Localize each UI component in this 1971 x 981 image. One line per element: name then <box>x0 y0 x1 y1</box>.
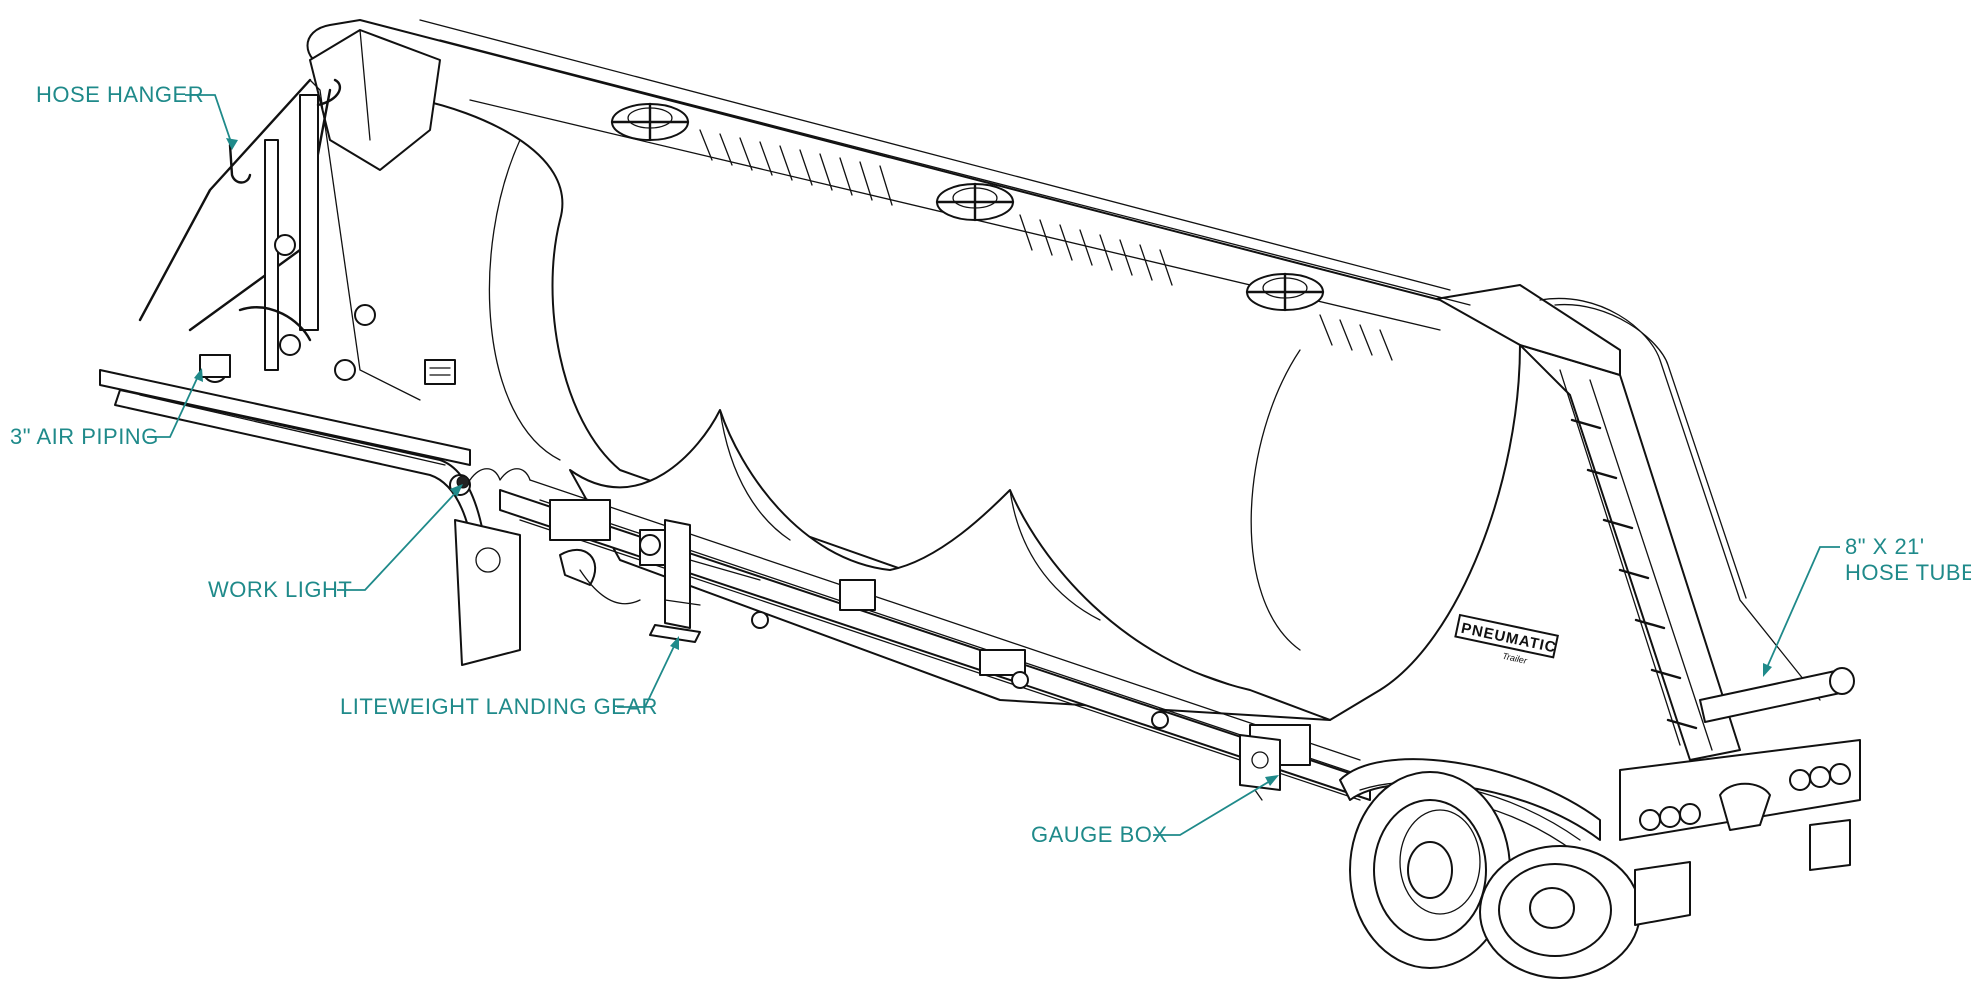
landing-gear <box>649 519 761 643</box>
callout-work-light: WORK LIGHT <box>208 577 353 602</box>
manhole-lid-2 <box>935 182 1015 222</box>
leader-hose-tube <box>1764 546 1840 673</box>
brand-badge: PNEUMATIC Trailer <box>1454 613 1560 666</box>
wheel-front <box>1349 771 1511 969</box>
wheel-rear <box>1479 845 1641 979</box>
front-piping <box>99 78 531 666</box>
hose-tube <box>1699 667 1855 723</box>
tank-body <box>306 19 1521 776</box>
callout-gauge-box: GAUGE BOX <box>1031 822 1168 847</box>
leader-air-piping <box>147 371 201 438</box>
leader-landing-gear <box>617 639 678 708</box>
ladder-rungs <box>1570 418 1698 730</box>
brand-badge-sub: Trailer <box>1501 651 1528 666</box>
callout-air-piping: 3" AIR PIPING <box>10 424 159 449</box>
walkway-grating <box>699 129 1393 361</box>
callout-landing-gear: LITEWEIGHT LANDING GEAR <box>340 694 658 719</box>
leader-work-light <box>337 487 461 591</box>
callout-hose-tube-size: 8" X 21' <box>1845 534 1925 559</box>
manhole-lid-1 <box>610 102 690 142</box>
manhole-lid-3 <box>1245 272 1325 312</box>
callout-leaders <box>147 94 1840 836</box>
leader-hose-hanger <box>185 94 233 146</box>
rear-frame <box>1429 284 1821 761</box>
rear-bumper <box>1619 739 1861 926</box>
callout-hose-tube-label: HOSE TUBE <box>1845 560 1971 585</box>
work-light <box>456 475 470 489</box>
leader-gauge-box <box>1153 777 1276 836</box>
gauge-box <box>1239 734 1281 801</box>
callout-hose-hanger: HOSE HANGER <box>36 82 205 107</box>
